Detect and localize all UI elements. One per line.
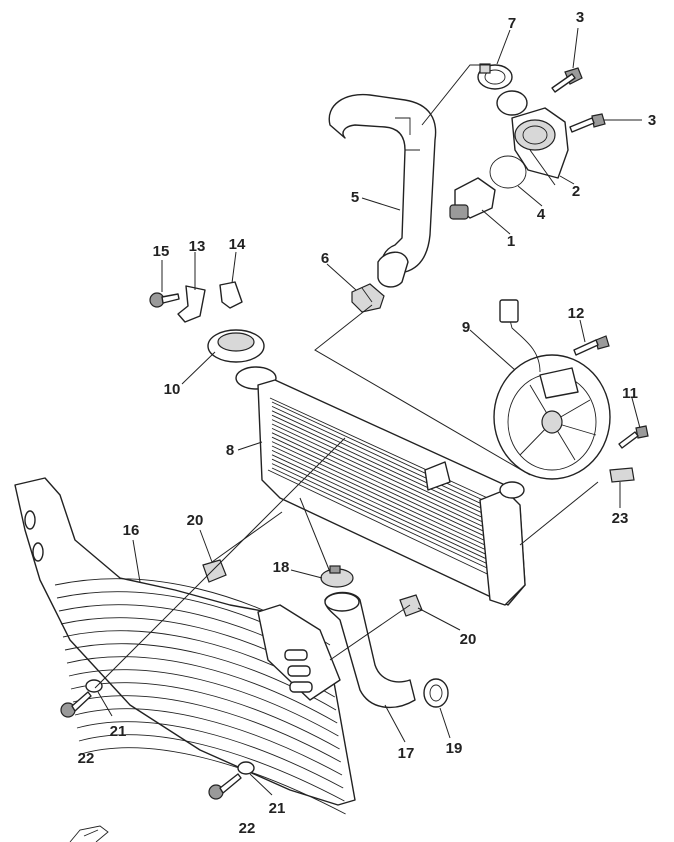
callout-21-right: 21 (269, 800, 286, 817)
radiator-fin (271, 458, 501, 566)
hose-clamp-18 (320, 565, 354, 588)
radiator-fin (271, 449, 501, 557)
callout-22-right: 22 (239, 820, 256, 837)
bolt-3-upper (551, 67, 583, 93)
callout-3-top: 3 (576, 9, 584, 26)
callout-1: 1 (507, 233, 515, 250)
corner-icon (69, 825, 109, 842)
callout-16: 16 (123, 522, 140, 539)
callout-14: 14 (229, 236, 246, 253)
bolt-22-left (60, 691, 92, 718)
grommet-20-left (202, 559, 227, 583)
callout-17: 17 (398, 745, 415, 762)
callout-labels: 7 3 3 2 4 1 5 6 15 13 14 10 8 9 12 11 23… (78, 9, 657, 837)
radiator-grill (14, 477, 356, 815)
grommet-20-right (399, 594, 423, 617)
radiator-fin (271, 423, 501, 531)
thermostat (449, 177, 496, 220)
bolt-22-right (208, 773, 242, 800)
grill-slat (76, 721, 344, 789)
cap-clip-14 (219, 281, 243, 309)
callout-10: 10 (164, 381, 181, 398)
callout-18: 18 (273, 559, 290, 576)
callout-11: 11 (622, 385, 638, 402)
bolt-3-lower (569, 113, 606, 133)
radiator-fin (271, 405, 501, 513)
radiator-fin (271, 410, 501, 518)
radiator-fin (271, 441, 501, 549)
upper-radiator-hose (328, 93, 437, 288)
radiator-fin (271, 463, 501, 571)
grill-slat (72, 695, 342, 763)
callout-12: 12 (568, 305, 585, 322)
radiator-fin (271, 414, 501, 522)
callout-20-left: 20 (187, 512, 204, 529)
cap-bracket-13 (177, 285, 206, 323)
radiator-core (257, 379, 526, 606)
cooling-fan (493, 299, 611, 480)
hose-clamp-6 (351, 283, 385, 313)
bolt-12 (573, 335, 610, 356)
radiator-fin (271, 445, 501, 553)
callout-22-left: 22 (78, 750, 95, 767)
radiator-cap (207, 329, 277, 390)
o-ring (489, 155, 527, 189)
collar-23 (609, 467, 635, 483)
grill-slat (78, 734, 345, 802)
callout-20-right: 20 (460, 631, 477, 648)
hose-clamp-7 (477, 63, 513, 90)
callout-4: 4 (537, 206, 546, 223)
radiator-fin (271, 419, 501, 527)
radiator-fin (271, 436, 501, 544)
hose-clamp-19 (423, 678, 449, 708)
callout-19: 19 (446, 740, 463, 757)
callout-2: 2 (572, 183, 580, 200)
lower-radiator-hose (324, 591, 416, 709)
callout-23: 23 (612, 510, 629, 527)
callout-5: 5 (351, 189, 359, 206)
callout-7: 7 (508, 15, 516, 32)
radiator-fin (271, 401, 501, 509)
radiator-fin (271, 467, 501, 575)
callout-3-right: 3 (648, 112, 656, 129)
screw-15 (149, 292, 180, 308)
callout-9: 9 (462, 319, 470, 336)
callout-6: 6 (321, 250, 329, 267)
radiator-fin (271, 427, 501, 535)
callout-21-left: 21 (110, 723, 127, 740)
leader-lines (97, 27, 642, 796)
assembly-guide-lines (94, 64, 599, 689)
grill-slat (80, 747, 346, 815)
grill-slat (66, 656, 338, 724)
callout-13: 13 (189, 238, 206, 255)
grill-slat (68, 669, 339, 737)
washer-21-left (85, 679, 103, 693)
grill-slat (74, 708, 343, 776)
washer-21-right (237, 761, 255, 775)
callout-8: 8 (226, 442, 234, 459)
bolt-11 (618, 425, 649, 449)
thermostat-housing (496, 90, 569, 179)
radiator-fin (271, 432, 501, 540)
callout-15: 15 (153, 243, 170, 260)
